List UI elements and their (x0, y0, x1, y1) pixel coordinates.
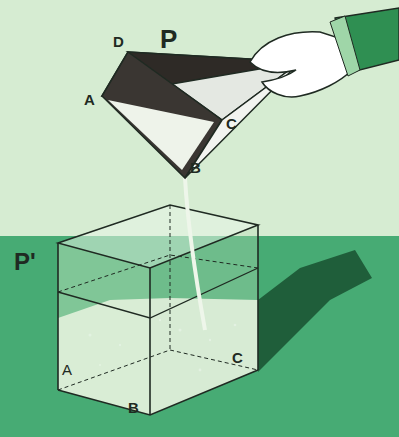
vertex-label: A (84, 92, 95, 107)
prism-left-face (58, 243, 150, 415)
solid-label: P (160, 26, 177, 52)
solid-label: P' (14, 250, 36, 274)
vertex-label: C (226, 116, 237, 131)
vertex-label: C (232, 350, 243, 365)
vertex-label: D (113, 34, 124, 49)
sand-stream (185, 178, 205, 330)
vertex-label: B (190, 160, 201, 175)
hidden-edges (58, 205, 258, 390)
cuff (330, 16, 360, 76)
vertex-label: A (62, 362, 72, 377)
prism-edges (58, 205, 258, 415)
vertex-label: B (128, 400, 139, 415)
fill-level-line (58, 268, 258, 318)
shadow (258, 250, 372, 372)
